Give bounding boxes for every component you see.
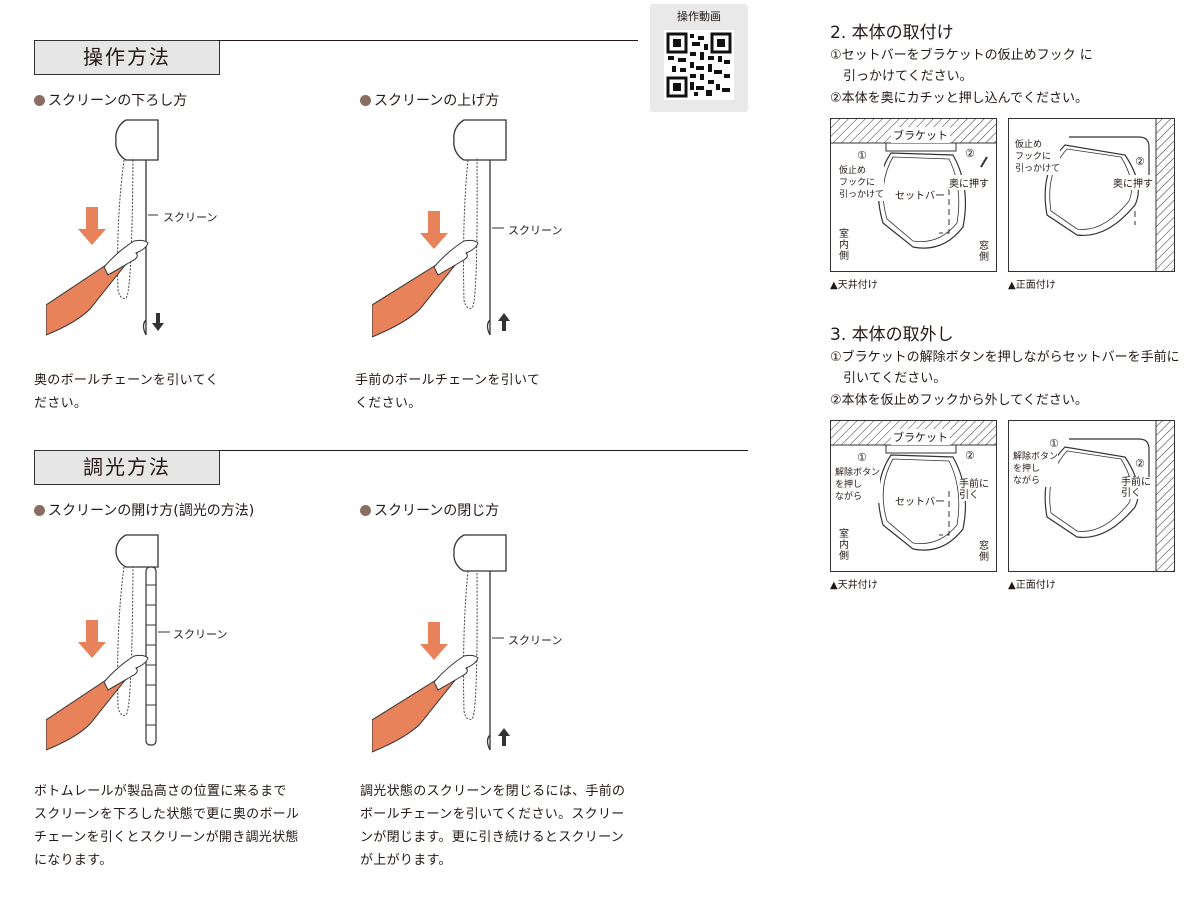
lower-figure bbox=[46, 119, 164, 336]
open-screen-label: スクリーン bbox=[173, 628, 228, 641]
removal-step1: ①ブラケットの解除ボタンを押しながらセットバーを手前に 引いてください。 bbox=[830, 350, 1180, 386]
raise-screen-label: スクリーン bbox=[508, 224, 563, 237]
removal-step2: ②本体を仮止めフックから外してください。 bbox=[830, 393, 1088, 408]
qr-code-panel[interactable]: 操作動画 bbox=[650, 4, 748, 112]
pull-label: 手前に 引く bbox=[1121, 477, 1151, 499]
bullet-dot-icon bbox=[360, 505, 371, 516]
install-front-drawing bbox=[1044, 119, 1174, 271]
indoor-label: 室 内 側 bbox=[839, 229, 849, 262]
install-step1: ①セットバーをブラケットの仮止めフック に 引っかけてください。 bbox=[830, 48, 1093, 84]
indoor-label: 室 内 側 bbox=[839, 529, 849, 562]
open-title: スクリーンの開け方(調光の方法) bbox=[34, 500, 254, 520]
qr-label: 操作動画 bbox=[677, 10, 721, 23]
pull-label: 手前に 引く bbox=[959, 479, 989, 501]
raise-text: 手前のボールチェーンを引いて ください。 bbox=[355, 373, 541, 411]
open-figure bbox=[46, 534, 170, 751]
step-number-2: ② bbox=[965, 147, 975, 160]
bracket-label: ブラケット bbox=[891, 127, 950, 143]
close-title: スクリーンの閉じ方 bbox=[360, 500, 499, 520]
window-label: 窓 側 bbox=[979, 241, 989, 263]
step-number-1: ① bbox=[857, 451, 867, 464]
install-title: 2. 本体の取付け bbox=[830, 23, 954, 43]
hook-label: 仮止め フックに 引っかけて bbox=[1015, 139, 1061, 175]
close-text: 調光状態のスクリーンを閉じるには、手前の ボールチェーンを引いてください。スクリ… bbox=[360, 784, 626, 868]
section-divider bbox=[218, 40, 638, 41]
bullet-dot-icon bbox=[34, 95, 45, 106]
removal-front-caption: ▲正面付け bbox=[1008, 580, 1056, 591]
step-number-2: ② bbox=[965, 449, 975, 462]
close-screen-label: スクリーン bbox=[508, 634, 563, 647]
lower-title: スクリーンの下ろし方 bbox=[34, 90, 187, 110]
removal-ceiling-diagram: ブラケット ① ② 解除ボタン を押し ながら セットバー 手前に 引く 室 内… bbox=[830, 420, 997, 572]
release-label: 解除ボタン を押し ながら bbox=[1013, 451, 1059, 487]
install-ceiling-diagram: ブラケット ① ② 仮止め フックに 引っかけて セットバー 奥に押す 室 内 … bbox=[830, 118, 997, 272]
open-text: ボトムレールが製品高さの位置に来るまで スクリーンを下ろした状態で更に奥のボール… bbox=[34, 784, 300, 868]
step-number-2: ② bbox=[1135, 155, 1145, 168]
push-label: 奥に押す bbox=[1113, 175, 1153, 190]
bullet-dot-icon bbox=[360, 95, 371, 106]
step-number-1: ① bbox=[1049, 437, 1059, 450]
removal-title: 3. 本体の取外し bbox=[830, 325, 954, 345]
hook-label: 仮止め フックに 引っかけて bbox=[839, 165, 885, 201]
section-title-dimming: 調光方法 bbox=[34, 450, 220, 485]
section-divider bbox=[218, 450, 748, 451]
raise-title: スクリーンの上げ方 bbox=[360, 90, 499, 110]
step-number-1: ① bbox=[857, 149, 867, 162]
bullet-dot-icon bbox=[34, 505, 45, 516]
push-label: 奥に押す bbox=[949, 175, 989, 190]
lower-text: 奥のボールチェーンを引いてく ださい。 bbox=[34, 373, 219, 411]
qr-code-icon bbox=[664, 30, 734, 100]
removal-ceiling-caption: ▲天井付け bbox=[830, 580, 878, 591]
install-front-caption: ▲正面付け bbox=[1008, 280, 1056, 291]
raise-figure bbox=[372, 119, 510, 338]
step-number-2: ② bbox=[1135, 457, 1145, 470]
setbar-label: セットバー bbox=[895, 191, 945, 202]
close-figure bbox=[372, 534, 510, 753]
release-label: 解除ボタン を押し ながら bbox=[835, 467, 881, 503]
lower-screen-label: スクリーン bbox=[163, 211, 218, 224]
install-ceiling-caption: ▲天井付け bbox=[830, 280, 878, 291]
install-front-diagram: ① ② 仮止め フックに 引っかけて 奥に押す bbox=[1008, 118, 1175, 272]
window-label: 窓 側 bbox=[979, 541, 989, 563]
setbar-label: セットバー bbox=[895, 497, 945, 508]
section-title-operation: 操作方法 bbox=[34, 40, 220, 75]
install-step2: ②本体を奥にカチッと押し込んでください。 bbox=[830, 91, 1089, 106]
removal-front-diagram: ① ② 解除ボタン を押し ながら 手前に 引く bbox=[1008, 420, 1175, 572]
bracket-label: ブラケット bbox=[891, 429, 950, 445]
